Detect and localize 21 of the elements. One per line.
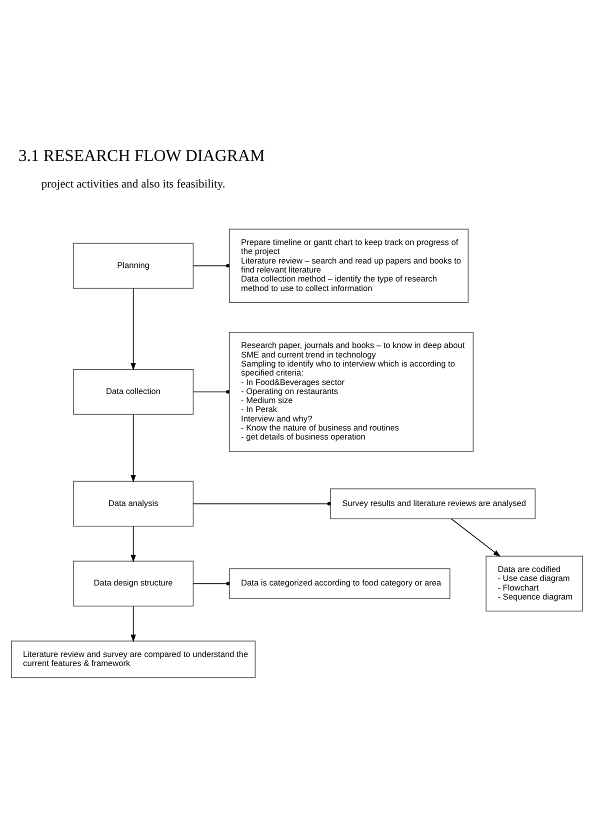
- connector: [192, 581, 230, 585]
- node-box: Data design structure: [72, 560, 194, 606]
- node-box: Prepare timeline or gantt chart to keep track on progress of the project Literature review – search and read up papers and books to find relevant literature Data collection method – identify the type of research method to use to collect information: [228, 228, 469, 302]
- arrow: [130, 605, 136, 642]
- label: project activities and also its feasibility.: [41, 176, 226, 190]
- arrow: [130, 414, 136, 482]
- connector: [192, 264, 230, 268]
- connector: [192, 502, 331, 506]
- node-box: Planning: [72, 242, 194, 288]
- node-box: Data analysis: [72, 480, 194, 526]
- arrow: [450, 518, 501, 556]
- node-box: Data is categorized according to food category or area: [228, 568, 450, 599]
- diagram-title: 3.1 RESEARCH FLOW DIAGRAM: [18, 145, 265, 164]
- node-box: Literature review and survey are compared to understand the current features & framework: [10, 640, 256, 678]
- node-box: Survey results and literature reviews are analysed: [330, 488, 536, 519]
- node-box: Research paper, journals and books – to know in deep about SME and current trend in technology Sampling to identify who to interview which is according to specified criteria: - In Food&Beverages sector - Operating on restaurants - Medium size - In Perak Interview and why? - Know the nature of business and routines - get details of business operation: [228, 331, 474, 452]
- node-box: Data collection: [72, 368, 194, 414]
- arrow: [130, 525, 136, 562]
- connector: [192, 390, 230, 394]
- arrow: [130, 287, 136, 370]
- node-box: Data are codified - Use case diagram - Flowchart - Sequence diagram: [486, 555, 584, 612]
